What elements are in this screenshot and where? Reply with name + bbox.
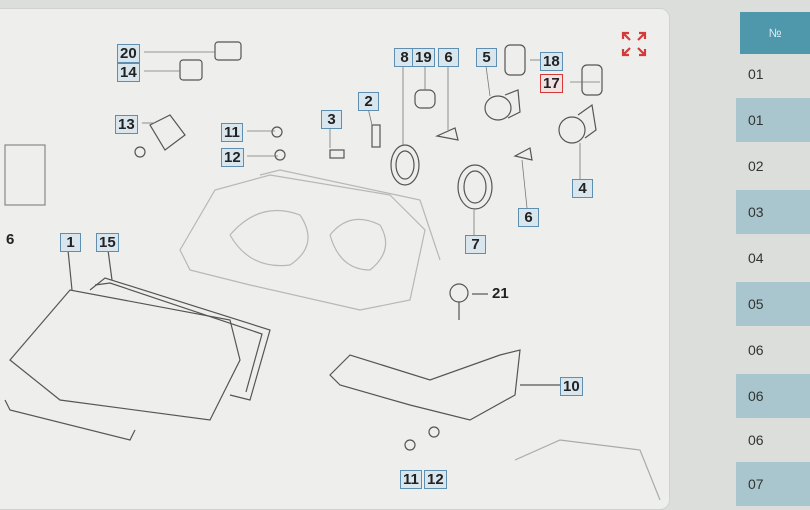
expand-icon[interactable] <box>620 30 648 58</box>
lens-drawing <box>4 249 271 441</box>
callout-11[interactable]: 11 <box>221 123 243 142</box>
number-row[interactable]: 01 <box>748 66 764 82</box>
callout-3[interactable]: 3 <box>321 110 342 129</box>
part-number-column: № 01 01 02 03 04 05 06 06 06 07 <box>736 0 810 506</box>
callout-17[interactable]: 17 <box>540 74 563 93</box>
number-row[interactable]: 06 <box>748 432 764 448</box>
number-row[interactable]: 01 <box>736 98 810 142</box>
bracket-drawing <box>329 349 521 421</box>
callout-14[interactable]: 14 <box>117 63 140 82</box>
number-row[interactable]: 07 <box>736 462 810 506</box>
number-row[interactable]: 04 <box>748 250 764 266</box>
headlight-housing-drawing <box>179 169 441 311</box>
callout-1[interactable]: 1 <box>60 233 81 252</box>
callout-4[interactable]: 4 <box>572 179 593 198</box>
callout-6[interactable]: 6 <box>438 48 459 67</box>
callout-6b[interactable]: 6 <box>518 208 539 227</box>
number-row[interactable]: 06 <box>748 342 764 358</box>
callout-13[interactable]: 13 <box>115 115 138 134</box>
callout-18[interactable]: 18 <box>540 52 563 71</box>
number-row[interactable]: 03 <box>736 190 810 234</box>
callout-10[interactable]: 10 <box>560 377 583 396</box>
number-row[interactable]: 02 <box>748 158 764 174</box>
label-6-edge[interactable]: 6 <box>6 231 15 248</box>
callout-5[interactable]: 5 <box>476 48 497 67</box>
number-row[interactable]: 06 <box>736 374 810 418</box>
number-column-header: № <box>740 12 810 54</box>
callout-2[interactable]: 2 <box>358 92 379 111</box>
label-21[interactable]: 21 <box>492 285 509 302</box>
callout-19[interactable]: 19 <box>412 48 435 67</box>
callout-20[interactable]: 20 <box>117 44 140 63</box>
callout-12[interactable]: 12 <box>221 148 244 167</box>
callout-15[interactable]: 15 <box>96 233 119 252</box>
number-row[interactable]: 05 <box>736 282 810 326</box>
callout-12b[interactable]: 12 <box>424 470 447 489</box>
callout-11b[interactable]: 11 <box>400 470 422 489</box>
leader-lines <box>142 51 600 236</box>
callout-7[interactable]: 7 <box>465 235 486 254</box>
components-drawing <box>4 41 661 500</box>
